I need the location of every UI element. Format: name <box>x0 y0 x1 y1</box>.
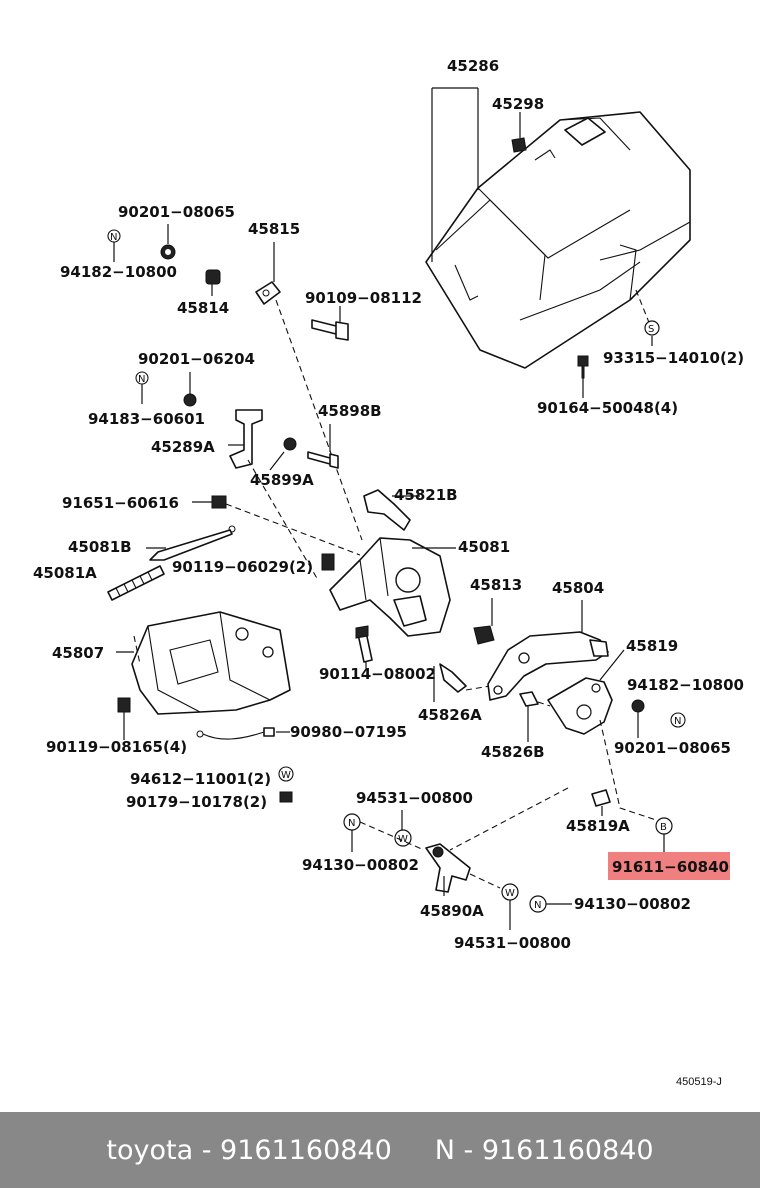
nut-icon <box>631 699 645 713</box>
collar-45819a-icon <box>591 789 611 807</box>
part-45815: 45815 <box>248 220 300 238</box>
bracket-45821b-icon <box>363 489 411 531</box>
part-90179: 90179−10178(2) <box>126 793 267 811</box>
part-94130-b: 94130−00802 <box>574 895 691 913</box>
part-90119-06029: 90119−06029(2) <box>172 558 313 576</box>
bolt-91651-icon <box>211 495 227 509</box>
svg-text:N: N <box>138 374 145 385</box>
bolt-90119-a-icon <box>321 553 335 571</box>
part-45899a: 45899A <box>250 471 314 489</box>
pin-45898b-icon <box>307 451 339 469</box>
part-45081: 45081 <box>458 538 510 556</box>
part-94531-a: 94531−00800 <box>356 789 473 807</box>
part-45813: 45813 <box>470 576 522 594</box>
part-45286: 45286 <box>447 57 499 75</box>
part-45898b: 45898B <box>318 402 382 420</box>
pin-45826a-icon <box>439 663 467 693</box>
part-94182-10800-b: 94182−10800 <box>627 676 744 694</box>
part-45819: 45819 <box>626 637 678 655</box>
spring-45081a-icon <box>107 565 165 601</box>
cable-45081b-icon <box>149 529 233 561</box>
column-cover-45286 <box>425 111 691 369</box>
part-45081b: 45081B <box>68 538 132 556</box>
part-94531-b: 94531−00800 <box>454 934 571 952</box>
bolt-90119-b-icon <box>117 697 131 713</box>
svg-text:B: B <box>660 822 667 833</box>
part-90119-08165: 90119−08165(4) <box>46 738 187 756</box>
part-45826b: 45826B <box>481 743 545 761</box>
part-45807: 45807 <box>52 644 104 662</box>
part-94182-10800-a: 94182−10800 <box>60 263 177 281</box>
svg-text:W: W <box>505 888 515 899</box>
svg-text:W: W <box>398 834 408 845</box>
bracket-45289a-icon <box>229 409 263 469</box>
part-91611[interactable]: 91611−60840 <box>612 858 729 876</box>
part-94130-a: 94130−00802 <box>302 856 419 874</box>
svg-text:S: S <box>648 324 654 335</box>
reference-code: 450519-J <box>676 1076 722 1088</box>
part-90201-08065-c: 90201−08065 <box>614 739 731 757</box>
part-90980: 90980−07195 <box>290 723 407 741</box>
part-90201-06204: 90201−06204 <box>138 350 255 368</box>
part-45821b: 45821B <box>394 486 458 504</box>
part-93315: 93315−14010(2) <box>603 349 744 367</box>
w-marker-icon <box>278 766 294 782</box>
wire-90980-icon <box>202 731 265 740</box>
part-91651: 91651−60616 <box>62 494 179 512</box>
bolt-90109-icon <box>311 319 349 341</box>
svg-text:N: N <box>348 818 355 829</box>
pin-45826b-icon <box>519 691 539 707</box>
part-45890a: 45890A <box>420 902 484 920</box>
bushing-45814-icon <box>205 269 221 285</box>
part-90114: 90114−08002 <box>319 665 436 683</box>
n-marker-icon <box>670 712 686 728</box>
part-94183: 94183−60601 <box>88 410 205 428</box>
part-45804: 45804 <box>552 579 604 597</box>
part-90201-08065-a: 90201−08065 <box>118 203 235 221</box>
part-45081a: 45081A <box>33 564 97 582</box>
part-90164: 90164−50048(4) <box>537 399 678 417</box>
bushing-45899a-icon <box>283 437 297 451</box>
part-45298: 45298 <box>492 95 544 113</box>
parts-diagram: 45286 45298 S 93315−14010(2) 90164−50048… <box>33 57 744 1088</box>
part-45289a: 45289A <box>151 438 215 456</box>
footer-part-numbers: toyota - 9161160840 N - 9161160840 <box>106 1134 654 1166</box>
bolt-90179-icon <box>279 791 293 803</box>
part-94612: 94612−11001(2) <box>130 770 271 788</box>
screw-90164-icon <box>577 355 589 379</box>
footer-bar: toyota - 9161160840 N - 9161160840 <box>0 1112 760 1188</box>
part-45826a: 45826A <box>418 706 482 724</box>
leader-45286 <box>431 87 479 262</box>
svg-text:N: N <box>534 900 541 911</box>
clip-45298-icon <box>511 137 527 153</box>
svg-text:N: N <box>110 232 117 243</box>
part-45814: 45814 <box>177 299 229 317</box>
part-90109: 90109−08112 <box>305 289 422 307</box>
nut-icon <box>183 393 197 407</box>
highlight-91611 <box>608 852 730 880</box>
s-marker-icon <box>644 320 660 336</box>
bushing-45813-icon <box>473 625 495 645</box>
bracket-45081-icon <box>329 537 451 637</box>
svg-text:W: W <box>281 770 291 781</box>
svg-text:N: N <box>674 716 681 727</box>
part-45819a: 45819A <box>566 817 630 835</box>
